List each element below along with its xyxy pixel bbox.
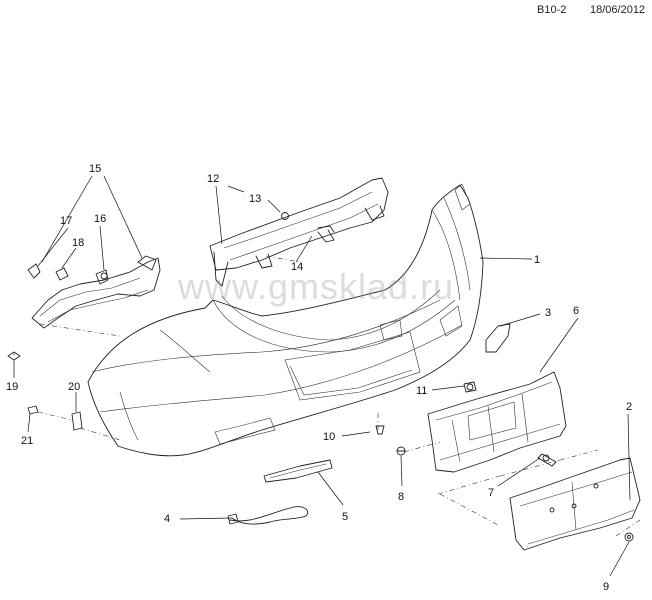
callout-18: 18 (72, 237, 84, 249)
callout-4: 4 (164, 513, 170, 525)
callout-9: 9 (603, 581, 609, 593)
callout-5: 5 (342, 511, 348, 523)
diagram-code: B10-2 (537, 4, 567, 16)
callout-21: 21 (21, 435, 33, 447)
diagram-date: 18/06/2012 (590, 4, 646, 16)
leader-lines (13, 175, 631, 577)
callout-8: 8 (398, 491, 404, 503)
callout-labels: 1 2 3 4 5 6 7 8 9 10 11 12 13 14 15 16 1… (6, 163, 632, 593)
callout-17: 17 (60, 215, 72, 227)
callout-12: 12 (207, 173, 219, 185)
callout-10: 10 (323, 431, 335, 443)
upper-reinforcement (209, 177, 389, 287)
fasteners-right (375, 381, 634, 542)
bumper-fascia (87, 183, 484, 457)
license-plate-bracket (427, 371, 567, 473)
callout-14: 14 (291, 261, 303, 273)
callout-19: 19 (6, 381, 18, 393)
callout-1: 1 (534, 254, 540, 266)
callout-2: 2 (626, 401, 632, 413)
side-bracket-left (27, 255, 161, 329)
callout-16: 16 (94, 213, 106, 225)
watermark-text: www.gmsklad.ru (178, 266, 455, 307)
callout-11: 11 (416, 385, 427, 397)
callout-6: 6 (573, 305, 579, 317)
assembly-lines (13, 255, 641, 537)
callout-15: 15 (89, 163, 101, 175)
reflector-and-harness (227, 459, 333, 525)
callout-20: 20 (68, 381, 80, 393)
callout-13: 13 (249, 193, 261, 205)
callout-7: 7 (488, 487, 494, 499)
tow-hook-cover (485, 323, 511, 353)
license-plate-panel (509, 457, 641, 551)
callout-3: 3 (545, 307, 551, 319)
